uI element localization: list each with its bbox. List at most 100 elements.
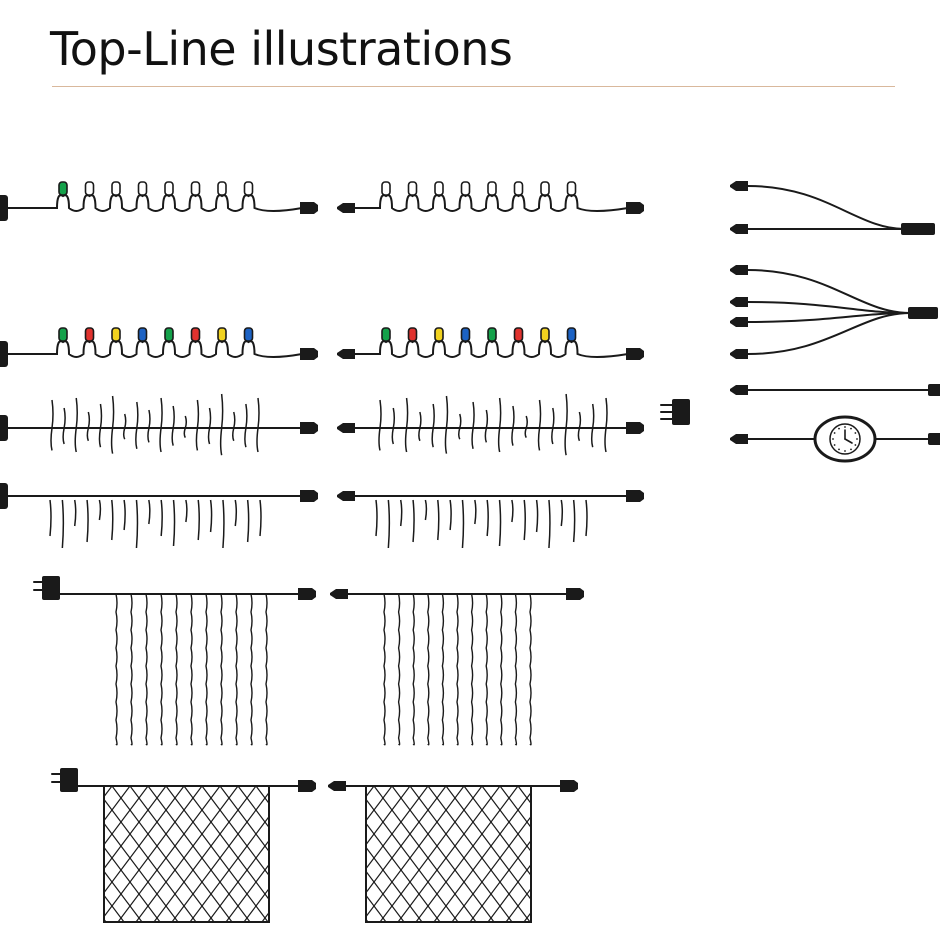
curtain-light — [33, 576, 316, 746]
drop-line — [535, 499, 539, 533]
connector-male-icon — [626, 348, 644, 360]
curtain-strand — [265, 593, 268, 746]
clock-tick — [844, 450, 846, 452]
connector-female-icon — [337, 423, 355, 433]
twig-line — [74, 397, 78, 453]
curtain-strand — [235, 593, 238, 746]
twig-line — [219, 393, 224, 456]
twig-line — [604, 397, 608, 453]
twig-line — [86, 411, 91, 442]
curtain-strand — [529, 593, 532, 746]
twig-line — [135, 401, 139, 449]
clock-tick — [844, 426, 846, 428]
twig-line — [590, 403, 595, 448]
clock-tick — [854, 432, 857, 434]
string-light-warm-extension — [337, 181, 644, 214]
splitter-lead — [747, 185, 906, 230]
drop-line — [61, 499, 65, 549]
twig-line — [404, 397, 409, 453]
clock-tick — [833, 432, 836, 434]
drop-line — [523, 499, 526, 541]
twig-line — [171, 405, 175, 446]
bulb-icon — [243, 181, 254, 196]
drop-line — [185, 499, 188, 523]
twig-line — [183, 415, 188, 438]
connector-male-icon — [300, 422, 318, 434]
bulb-icon — [190, 181, 201, 196]
clock-tick — [838, 427, 840, 430]
connector-male-icon — [566, 588, 584, 600]
adapter-body-icon — [672, 399, 690, 425]
bulb-icon — [217, 327, 227, 342]
drop-line — [449, 499, 452, 531]
connector-female-icon — [337, 349, 355, 359]
bulb-icon — [58, 327, 68, 342]
connector-male-icon — [298, 780, 316, 792]
string-light-warm — [0, 181, 318, 221]
twig-line — [444, 395, 449, 454]
twig-line — [232, 411, 236, 442]
bulb-icon — [243, 327, 254, 342]
drop-line — [135, 499, 139, 549]
connector-female-icon — [730, 434, 748, 444]
bulb-icon — [58, 181, 68, 196]
extension-cable — [730, 384, 940, 396]
icicle-light-extension — [337, 490, 644, 549]
drop-line — [424, 499, 428, 521]
power-plug-icon — [0, 195, 8, 221]
cable-line — [355, 194, 629, 212]
drop-line — [197, 499, 200, 541]
twig-line — [511, 405, 515, 446]
twig-line — [98, 403, 103, 448]
bulb-icon — [84, 181, 95, 196]
curtain-strand — [412, 593, 415, 746]
string-light-multicolor — [0, 327, 318, 367]
bulb-icon — [566, 181, 577, 196]
drop-line — [375, 499, 378, 537]
cluster-light — [0, 393, 318, 456]
connector-male-icon — [928, 433, 940, 445]
twig-line — [122, 413, 127, 440]
connector-male-icon — [560, 780, 578, 792]
connector-female-icon — [730, 181, 748, 191]
twig-line — [577, 411, 582, 442]
drop-line — [548, 499, 551, 549]
bulb-icon — [381, 181, 391, 196]
bulb-icon — [513, 327, 524, 342]
connector-female-icon — [730, 265, 748, 275]
twig-line — [418, 411, 422, 442]
bulb-icon — [190, 327, 201, 342]
connector-male-icon — [626, 422, 644, 434]
twig-line — [195, 399, 200, 451]
drop-line — [209, 499, 213, 533]
adapter-body-icon — [42, 576, 60, 600]
twig-line — [471, 401, 475, 449]
net-light-extension — [328, 780, 578, 923]
clock-tick — [838, 448, 840, 451]
drop-line — [560, 499, 564, 527]
twig-line — [110, 395, 115, 454]
net-frame — [103, 785, 270, 923]
bulb-icon — [513, 181, 524, 196]
curtain-strand — [514, 593, 518, 746]
power-plug-icon — [0, 483, 8, 509]
drop-line — [111, 499, 114, 541]
twig-line — [458, 413, 462, 440]
twig-line — [497, 397, 502, 453]
bulb-icon — [381, 327, 391, 342]
bulb-icon — [84, 327, 95, 342]
string-light-multicolor-extension — [337, 327, 644, 360]
curtain-strand — [427, 593, 430, 746]
connector-female-icon — [730, 317, 748, 327]
bulb-icon — [434, 327, 444, 342]
net-frame — [365, 785, 532, 923]
bulb-icon — [111, 327, 121, 342]
curtain-strand — [115, 593, 118, 746]
twig-line — [431, 403, 435, 448]
twig-line — [391, 407, 396, 445]
splitter-lead — [747, 301, 911, 314]
bulb-icon — [487, 327, 497, 342]
curtain-strand — [190, 593, 193, 746]
curtain-strand — [145, 593, 148, 746]
